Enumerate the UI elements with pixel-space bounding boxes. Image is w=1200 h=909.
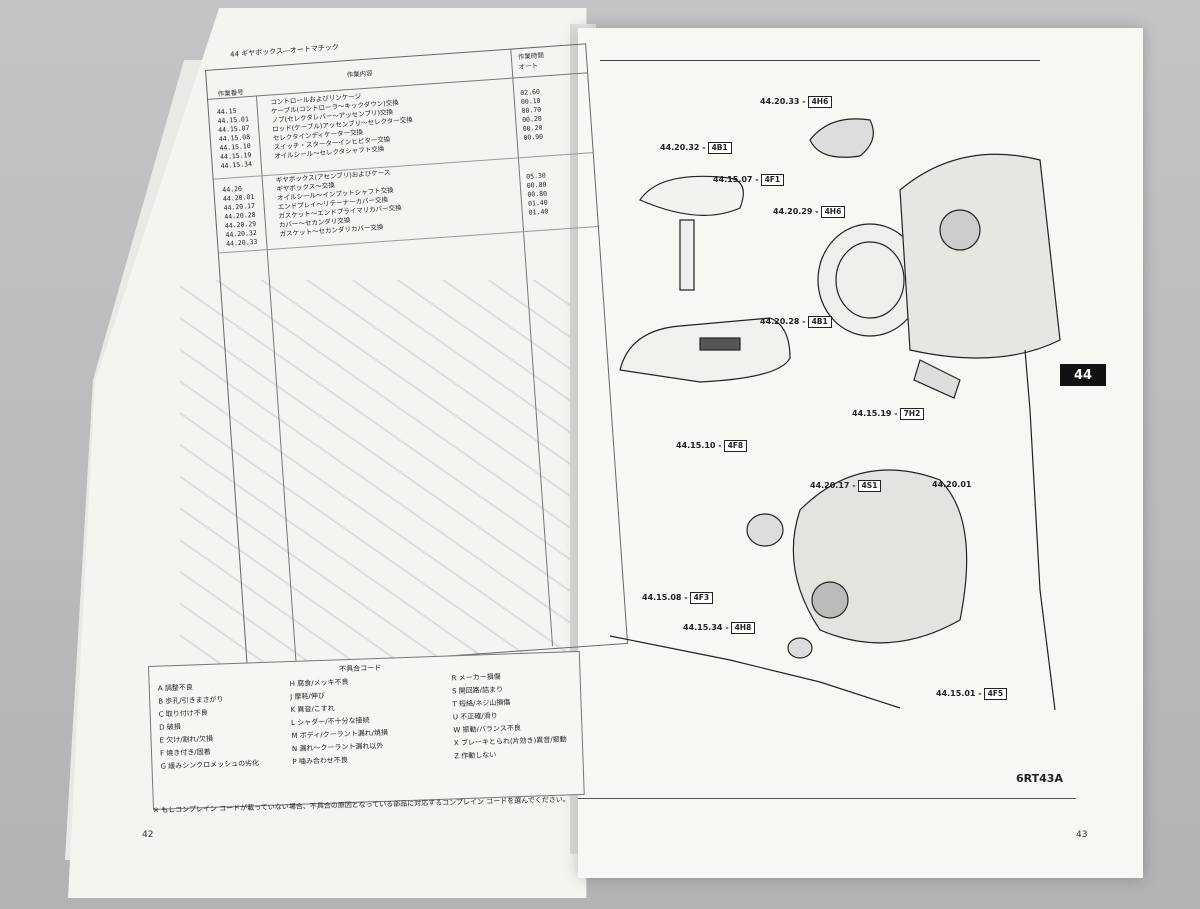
legend-column-1: A 調整不良 B 歩孔/引きまさがり C 取り付け不良 D 破損 E 欠け/割れ… xyxy=(158,679,260,773)
op-codes-group1: 44.15 44.15.01 44.15.07 44.15.08 44.15.1… xyxy=(217,106,253,171)
callout-44-15-19: 44.15.19 -7H2 xyxy=(852,408,925,420)
callout-44-15-08: 44.15.08 -4F3 xyxy=(642,592,714,604)
header-description: 作業内容 xyxy=(346,69,373,80)
kickdown-cable xyxy=(609,635,901,709)
selector-cable xyxy=(1024,349,1056,711)
labor-time-table: 作業番号 作業内容 作業時間 オート 44.15 44.15.01 44.15.… xyxy=(205,43,629,671)
row-divider xyxy=(218,225,598,254)
gearbox-port xyxy=(811,581,849,619)
bottom-rule xyxy=(578,798,1076,799)
upper-housing-shape xyxy=(899,153,1061,359)
page-number-left: 42 xyxy=(142,830,154,840)
indicator-window xyxy=(699,337,741,351)
callout-44-20-32: 44.20.32 -4B1 xyxy=(660,142,732,154)
op-desc-group2: ギヤボックス(アセンブリ)およびケース ギヤボックス〜交換 オイルシール〜インプ… xyxy=(276,168,404,239)
op-codes-group2: 44.20 44.20.01 44.20.17 44.20.28 44.20.2… xyxy=(222,184,258,249)
top-cover-shape xyxy=(809,118,874,158)
legend-column-3: R メーカー損傷 S 開回路/詰まり T 短絡/ネジ山損傷 U 不正確/滑り W… xyxy=(451,668,567,763)
op-code: 44.20.33 xyxy=(225,237,258,248)
housing-port xyxy=(939,209,981,251)
callout-44-15-10: 44.15.10 -4F8 xyxy=(676,440,748,452)
selector-lever-shaft xyxy=(679,219,695,291)
op-time: 01.40 xyxy=(528,207,549,217)
header-time-sub: オート xyxy=(518,61,539,72)
op-time-group2: 05.30 00.80 00.80 01.40 01.40 xyxy=(526,171,549,217)
callout-44-15-34: 44.15.34 -4H8 xyxy=(683,622,756,634)
selector-knob-shape xyxy=(639,175,744,216)
page-number-right: 43 xyxy=(1076,830,1088,840)
op-desc-group1: コントロールおよびリンケージ ケーブル(コントローラ〜キックダウン)交換 ノブ(… xyxy=(270,89,415,162)
legend-title: 不具合コード xyxy=(339,663,382,674)
op-time-group1: 02.60 00.10 00.70 00.20 00.20 00.90 xyxy=(520,88,543,143)
section-tab: 44 xyxy=(1060,364,1106,386)
cover-disc-inner xyxy=(835,241,905,319)
op-code: 44.15.34 xyxy=(220,159,253,171)
gasket-shape xyxy=(787,637,813,659)
right-page xyxy=(578,28,1143,878)
callout-44-20-33: 44.20.33 -4H6 xyxy=(760,96,833,108)
bleed-through-illustration xyxy=(180,280,580,700)
oil-seal-shape xyxy=(746,513,784,547)
top-rule xyxy=(600,60,1040,61)
callout-44-20-29: 44.20.29 -4H6 xyxy=(773,206,846,218)
legend-column-2: H 腐食/メッキ不良 J 摩耗/伸び K 異音/こすれ L シャダー/不十分な接… xyxy=(290,675,390,769)
exploded-parts-diagram xyxy=(609,118,1061,711)
callout-44-20-01: 44.20.01 xyxy=(932,480,972,489)
callout-44-15-07: 44.15.07 -4F1 xyxy=(713,174,785,186)
sensor-shape xyxy=(913,359,961,399)
legend-item: G 緩みシンクロメッシュの劣化 xyxy=(160,759,260,771)
callout-44-20-28: 44.20.28 -4B1 xyxy=(760,316,832,328)
fault-code-legend: 不具合コード A 調整不良 B 歩孔/引きまさがり C 取り付け不良 D 破損 … xyxy=(148,650,585,810)
legend-item: Z 作動しない xyxy=(454,750,497,761)
gearbox-case-shape xyxy=(792,469,968,644)
legend-item: P 噛み合わせ不良 xyxy=(292,756,348,767)
callout-44-20-17: 44.20.17 -4S1 xyxy=(810,480,882,492)
callout-44-15-01: 44.15.01 -4F5 xyxy=(936,688,1008,700)
figure-reference: 6RT43A xyxy=(1016,772,1063,785)
op-time: 00.90 xyxy=(523,132,544,142)
